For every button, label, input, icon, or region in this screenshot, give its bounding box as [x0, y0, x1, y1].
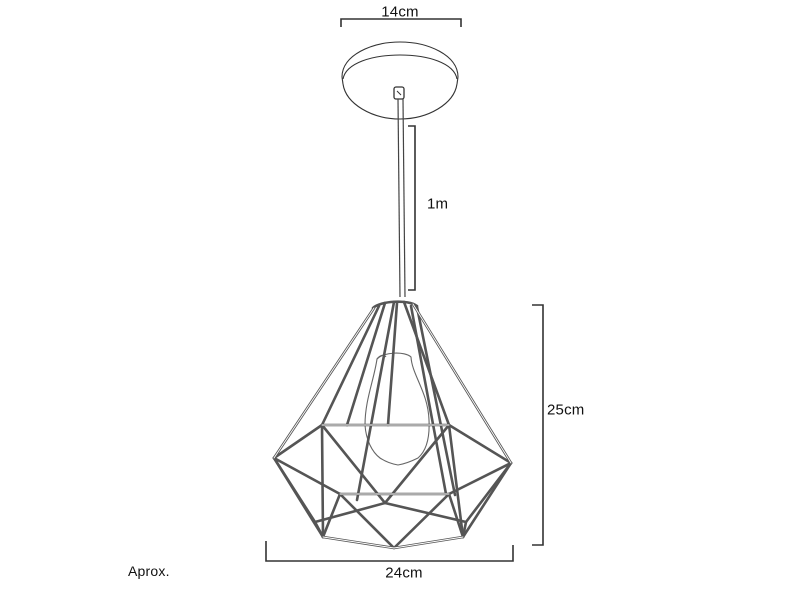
ceiling-canopy — [341, 41, 459, 120]
suspension-cord — [397, 98, 406, 298]
cord-length-label: 1m — [427, 195, 449, 213]
canopy-width-dimension-line — [340, 18, 462, 27]
shade-width-label: 24cm — [385, 564, 423, 582]
shade-height-label: 25cm — [547, 401, 585, 419]
shade-height-dimension-line — [532, 304, 544, 546]
canopy-width-label: 14cm — [381, 3, 419, 21]
approximation-note: Aprox. — [128, 563, 170, 579]
cord-length-dimension-line — [408, 125, 416, 291]
shade-width-dimension-line — [265, 541, 514, 562]
wire-cage-shade — [272, 300, 513, 550]
